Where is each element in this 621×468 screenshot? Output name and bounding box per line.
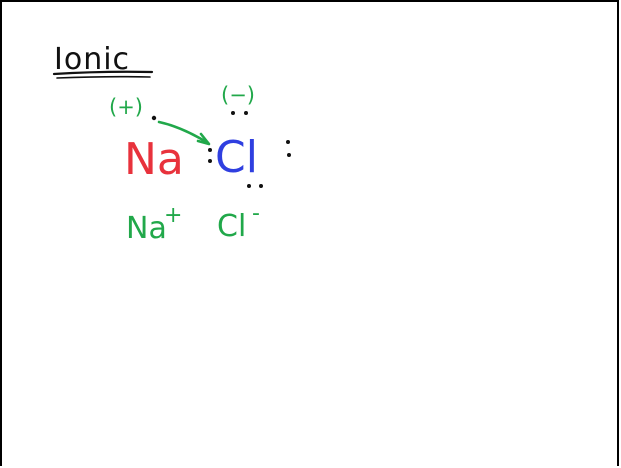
electron-dot xyxy=(208,159,212,163)
electron-dot xyxy=(151,115,157,121)
electron-transfer-arrow xyxy=(157,120,210,145)
title-underline-second xyxy=(56,75,151,79)
chloride-ion-symbol: Cl xyxy=(217,209,246,244)
chlorine-symbol: Cl xyxy=(215,132,258,183)
electron-dot xyxy=(259,184,263,188)
charge-positive-label: (+) xyxy=(109,95,143,119)
electron-dot xyxy=(231,111,235,115)
electron-dot xyxy=(208,148,212,152)
sodium-ion-symbol: Na xyxy=(126,211,167,246)
chloride-ion-charge: - xyxy=(252,201,260,226)
electron-dot xyxy=(286,140,290,144)
sodium-ion-charge: + xyxy=(164,203,182,228)
electron-dot xyxy=(287,153,291,157)
sodium-symbol: Na xyxy=(124,134,184,185)
electron-dot xyxy=(247,184,251,188)
title-underline xyxy=(52,70,154,76)
charge-negative-label: (−) xyxy=(221,83,255,107)
electron-dot xyxy=(244,111,248,115)
arrow-head xyxy=(196,132,211,146)
